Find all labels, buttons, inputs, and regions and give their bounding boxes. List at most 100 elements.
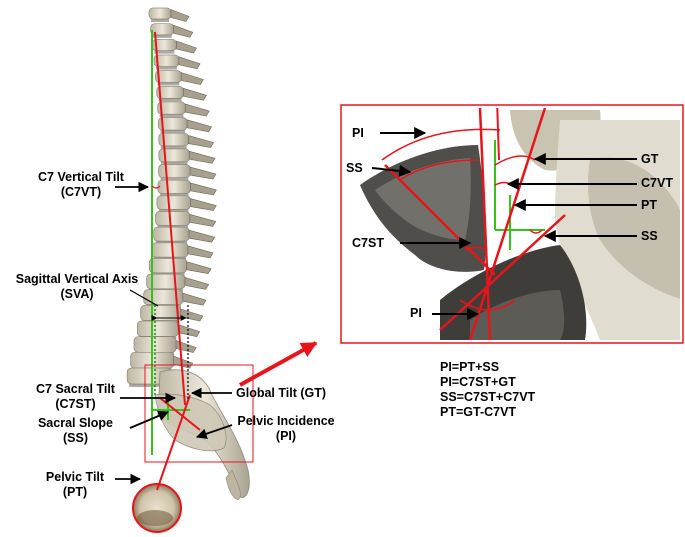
zoom-arrow	[239, 341, 318, 387]
inset-gt-arc	[494, 155, 536, 166]
formula-item: PI=PT+SS	[440, 360, 500, 374]
inset-pi-arc-bottom	[459, 299, 516, 311]
inset-pelvis-lower-light	[470, 290, 565, 340]
vertebral-body	[151, 242, 189, 258]
intervertebral-disc	[152, 34, 172, 38]
pi-label-abbr: (PI)	[275, 429, 297, 443]
spinous-process	[190, 198, 217, 211]
intervertebral-disc	[160, 146, 187, 149]
vertebral-body	[136, 320, 179, 337]
pt-label-abbr: (PT)	[62, 485, 88, 499]
inset-pt-label: PT	[641, 198, 657, 212]
spinous-process	[190, 182, 217, 196]
spinous-process	[178, 56, 201, 70]
spinous-process	[189, 214, 217, 227]
femoral-head-texture	[137, 510, 173, 526]
vertebral-body	[148, 7, 172, 20]
spinous-process	[186, 119, 213, 133]
vertebral-body	[148, 258, 187, 274]
spinous-process	[189, 166, 217, 180]
formula-item: PT=GT-C7VT	[440, 405, 517, 419]
sva-pointer	[129, 289, 159, 307]
ss-label-name: Sacral Slope	[37, 416, 114, 430]
vertebral-body	[158, 148, 190, 163]
gt-label-text: Global Tilt (GT)	[236, 386, 327, 400]
vertebral-body	[157, 179, 191, 194]
spinous-process	[189, 150, 216, 164]
formula-item: PI=C7ST+GT	[440, 375, 516, 389]
spinous-process	[184, 276, 210, 290]
pi-label-name: Pelvic Incidence	[237, 414, 335, 428]
inset-c7st-label: C7ST	[352, 236, 384, 250]
vertebral-body	[158, 164, 191, 179]
spinous-process	[183, 87, 207, 101]
formula-item: SS=C7ST+C7VT	[440, 390, 536, 404]
c7vt-label: C7 Vertical Tilt (C7VT)	[36, 170, 126, 200]
inset-red-line-femur	[468, 108, 547, 340]
pelvis-zoom-box	[144, 364, 254, 463]
pi-label: Pelvic Incidence (PI)	[226, 414, 346, 444]
spinous-process	[178, 324, 201, 338]
intervertebral-disc	[151, 19, 169, 22]
spinous-process	[182, 292, 207, 306]
c7st-label-abbr: (C7ST)	[55, 397, 96, 411]
spinous-process	[186, 261, 212, 275]
c7vt-angle-arc	[151, 185, 161, 189]
sva-label-name: Sagittal Vertical Axis	[15, 272, 139, 286]
inset-pi-bottom-label: PI	[410, 306, 422, 320]
vertebral-body	[156, 195, 191, 210]
spinous-process	[180, 308, 204, 322]
spinous-process	[187, 245, 214, 259]
intervertebral-disc	[154, 50, 175, 54]
intervertebral-disc	[160, 130, 186, 134]
intervertebral-disc	[159, 114, 184, 118]
intervertebral-disc	[156, 66, 177, 70]
inset-ilium-shade	[588, 157, 680, 299]
c7vt-label-abbr: (C7VT)	[60, 185, 102, 199]
spinous-process	[170, 9, 190, 22]
intervertebral-disc	[160, 161, 188, 165]
intervertebral-disc	[160, 177, 189, 181]
inset-sacral-endplate	[384, 164, 496, 276]
pi-pointer	[195, 424, 233, 439]
intervertebral-disc	[157, 82, 180, 86]
inset-panel	[340, 104, 684, 344]
spinous-process	[188, 135, 215, 148]
c7vt-label-name: C7 Vertical Tilt	[38, 170, 124, 184]
inset-pi-top-label: PI	[352, 126, 364, 140]
sva-label-abbr: (SVA)	[60, 287, 94, 301]
inset-pi-arc-top	[381, 128, 501, 161]
ss-label: Sacral Slope (SS)	[28, 416, 123, 446]
inset-ss-right-label: SS	[641, 229, 658, 243]
vertebral-body	[155, 211, 191, 226]
pt-label-name: Pelvic Tilt	[45, 470, 105, 484]
sva-label: Sagittal Vertical Axis (SVA)	[2, 272, 152, 302]
ss-label-abbr: (SS)	[63, 431, 88, 445]
femur-to-sacrum-line	[156, 394, 191, 491]
coccyx-shape	[225, 469, 241, 501]
femoral-head-outline	[132, 483, 182, 533]
spine-illustration	[126, 7, 217, 387]
spinous-process	[176, 40, 197, 54]
pt-label: Pelvic Tilt (PT)	[40, 470, 110, 500]
c7-to-femur-line	[154, 31, 186, 406]
spinous-process	[173, 355, 194, 369]
formula-list: PI=PT+SS PI=C7ST+GT SS=C7ST+C7VT PT=GT-C…	[440, 360, 535, 420]
spinous-process	[185, 103, 210, 117]
inset-ss-left-pointer	[371, 164, 412, 177]
inset-gt-label: GT	[641, 152, 659, 166]
inset-c7st-arc	[464, 246, 488, 251]
spinous-process	[181, 72, 204, 85]
spinous-process	[173, 24, 194, 38]
ss-pointer	[129, 410, 169, 429]
intervertebral-disc	[158, 98, 182, 102]
inset-red-line-c7	[478, 108, 492, 340]
spinous-process	[188, 229, 216, 243]
inset-c7vt-label: C7VT	[641, 176, 673, 190]
c7st-label: C7 Sacral Tilt (C7ST)	[28, 382, 123, 412]
inset-ss-left-label: SS	[346, 161, 363, 175]
intervertebral-disc	[159, 193, 189, 197]
intervertebral-disc	[129, 384, 170, 387]
inset-ss-arc-right	[529, 229, 543, 234]
